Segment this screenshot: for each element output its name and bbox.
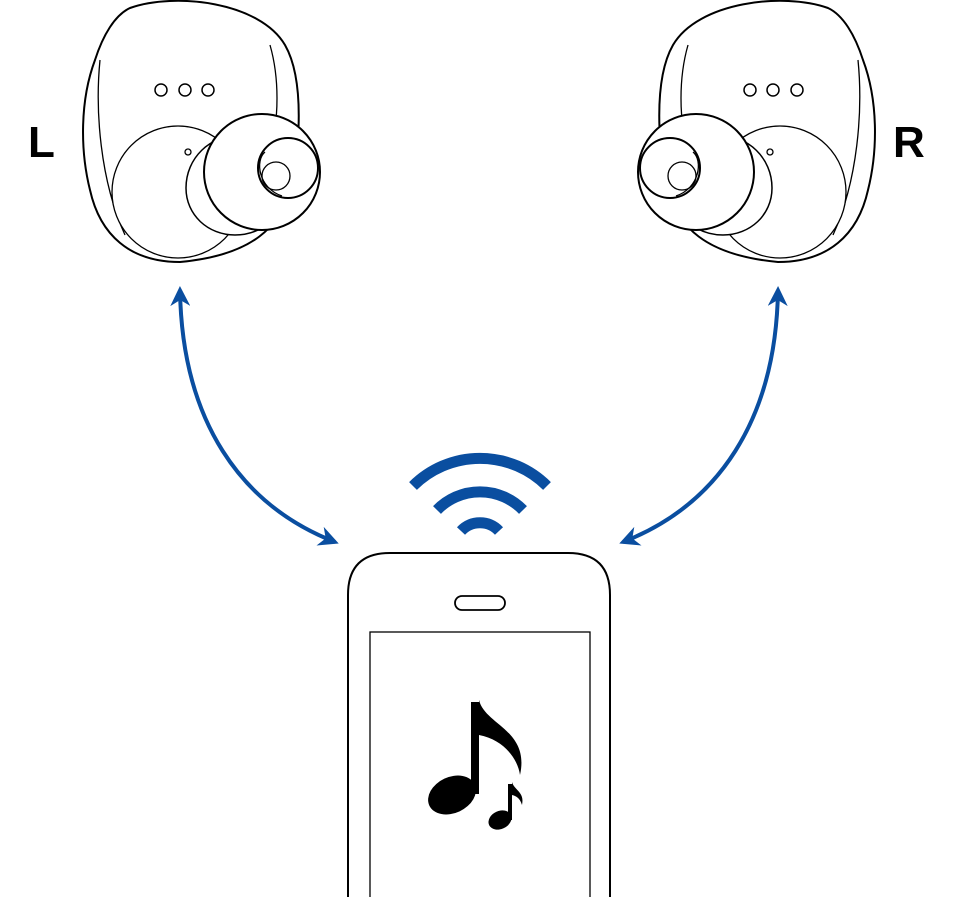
music-note-icon (428, 700, 523, 830)
left-earbud-icon (82, 0, 322, 264)
left-label: L (28, 118, 55, 167)
right-double-arrow-icon (619, 286, 788, 546)
right-earbud-icon (637, 0, 876, 264)
right-label: R (893, 118, 925, 167)
left-double-arrow-icon (170, 286, 339, 546)
wireless-signal-icon (409, 452, 551, 536)
